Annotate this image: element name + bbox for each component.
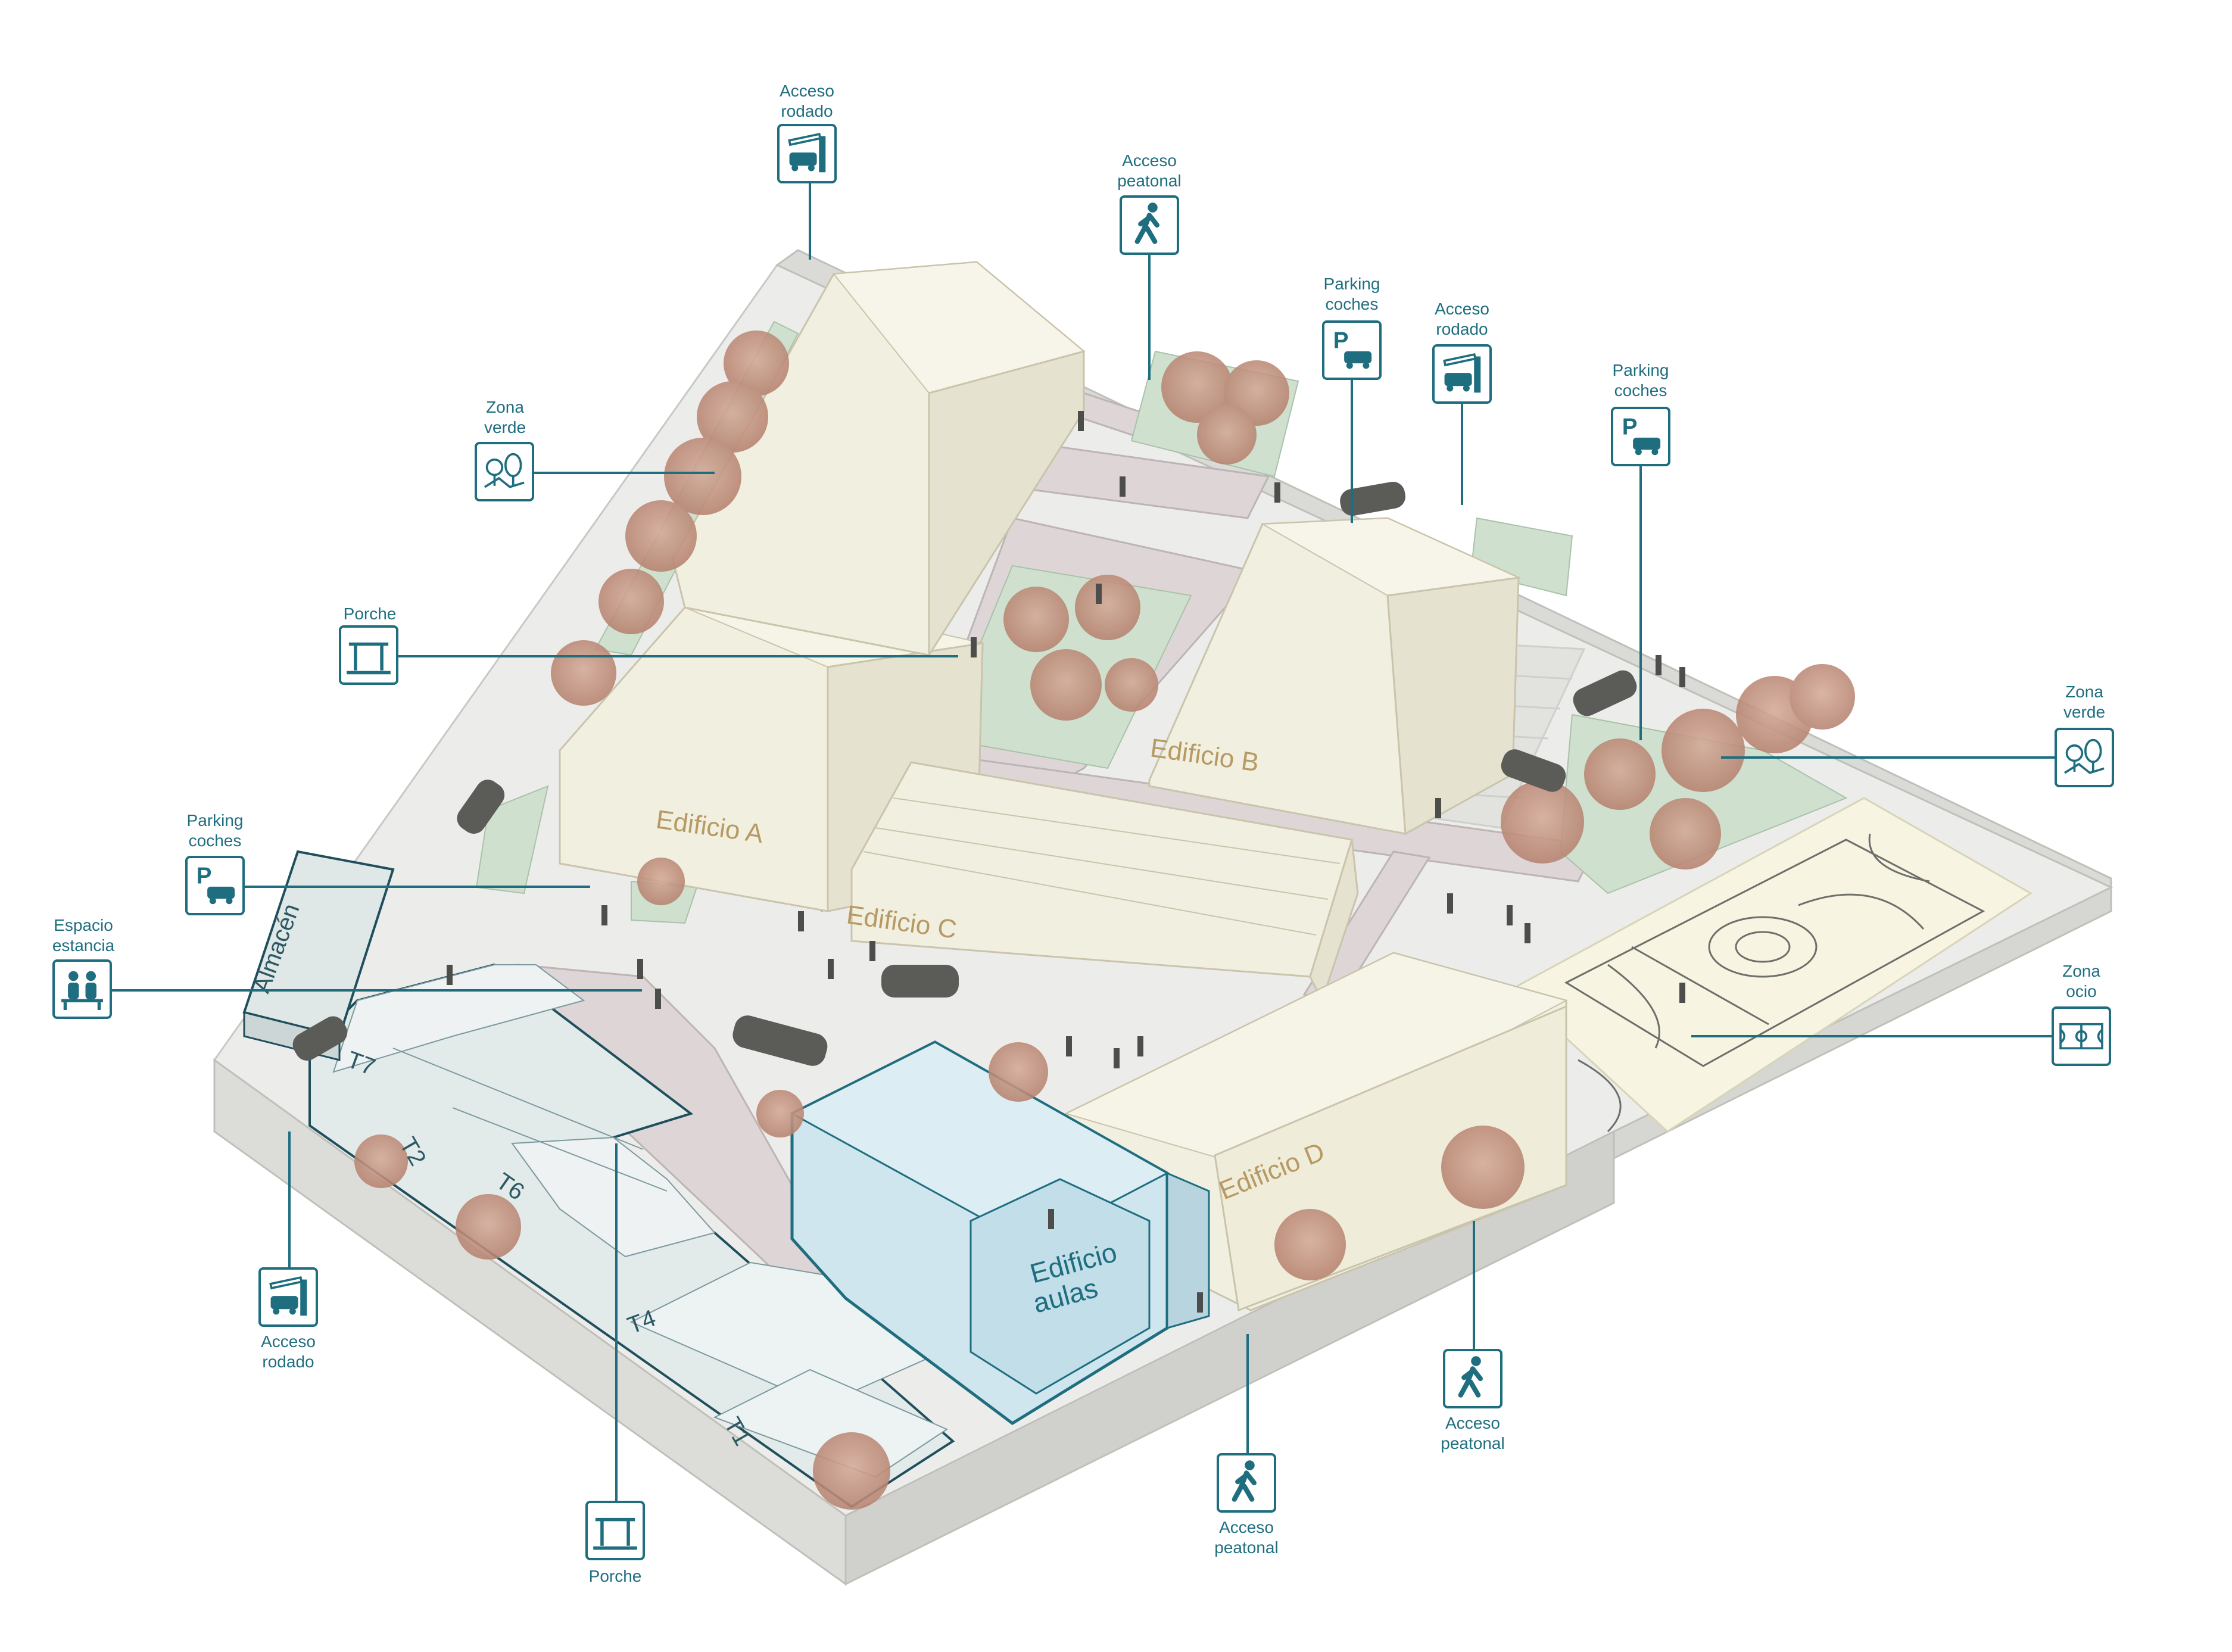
leader-porche-bottom (615, 1143, 618, 1501)
leader-zona-ocio (1691, 1035, 2052, 1037)
leader-acceso-peatonal-top (1148, 255, 1151, 380)
leader-espacio-estancia (112, 989, 642, 992)
people (447, 411, 1685, 1313)
pedestrian-icon[interactable] (1443, 1349, 1502, 1408)
leader-acceso-peatonal-bottom-mid (1246, 1334, 1249, 1453)
leader-acceso-rodado-right (1461, 404, 1463, 505)
edificio-aulas (790, 1040, 1210, 1426)
pedestrian-icon[interactable] (1120, 195, 1179, 255)
edificio-b (1148, 517, 1521, 836)
leader-acceso-rodado-bottom (288, 1132, 291, 1267)
parking-icon[interactable]: P (1322, 320, 1382, 380)
sports-court-icon[interactable] (2052, 1006, 2111, 1066)
svg-text:P: P (1333, 328, 1349, 353)
trees (354, 331, 1855, 1510)
callout-porche-left-label: Porche (343, 604, 397, 623)
parking-icon[interactable]: P (1611, 407, 1670, 466)
car-gate-icon[interactable] (777, 124, 837, 183)
bench-people-icon[interactable] (52, 959, 112, 1019)
talleres-block (308, 963, 955, 1508)
leader-zona-verde-right (1721, 756, 2055, 759)
cars (292, 481, 1637, 1066)
leader-parking-left (245, 886, 590, 888)
sports-court (1511, 797, 2033, 1133)
porch-icon[interactable] (585, 1501, 645, 1560)
edificio-north (672, 261, 1086, 659)
leader-acceso-peatonal-bottom-right (1473, 1221, 1475, 1349)
car-gate-icon[interactable] (1432, 344, 1492, 404)
pedestrian-icon[interactable] (1217, 1453, 1276, 1513)
svg-text:P: P (1622, 414, 1638, 440)
svg-text:P: P (197, 863, 212, 889)
porch-icon[interactable] (339, 625, 398, 685)
leader-acceso-rodado-top (809, 183, 811, 260)
car-gate-icon[interactable] (258, 1267, 318, 1327)
leader-parking-right (1639, 466, 1642, 740)
leader-parking-top (1351, 380, 1353, 523)
parking-icon[interactable]: P (185, 856, 245, 915)
trees-icon[interactable] (2055, 728, 2114, 787)
edificio-c (850, 761, 1359, 1003)
leader-zona-verde-left (534, 472, 715, 474)
trees-icon[interactable] (475, 442, 534, 501)
leader-porche-left (398, 655, 958, 657)
callout-porche-bottom-label: Porche (588, 1567, 642, 1585)
